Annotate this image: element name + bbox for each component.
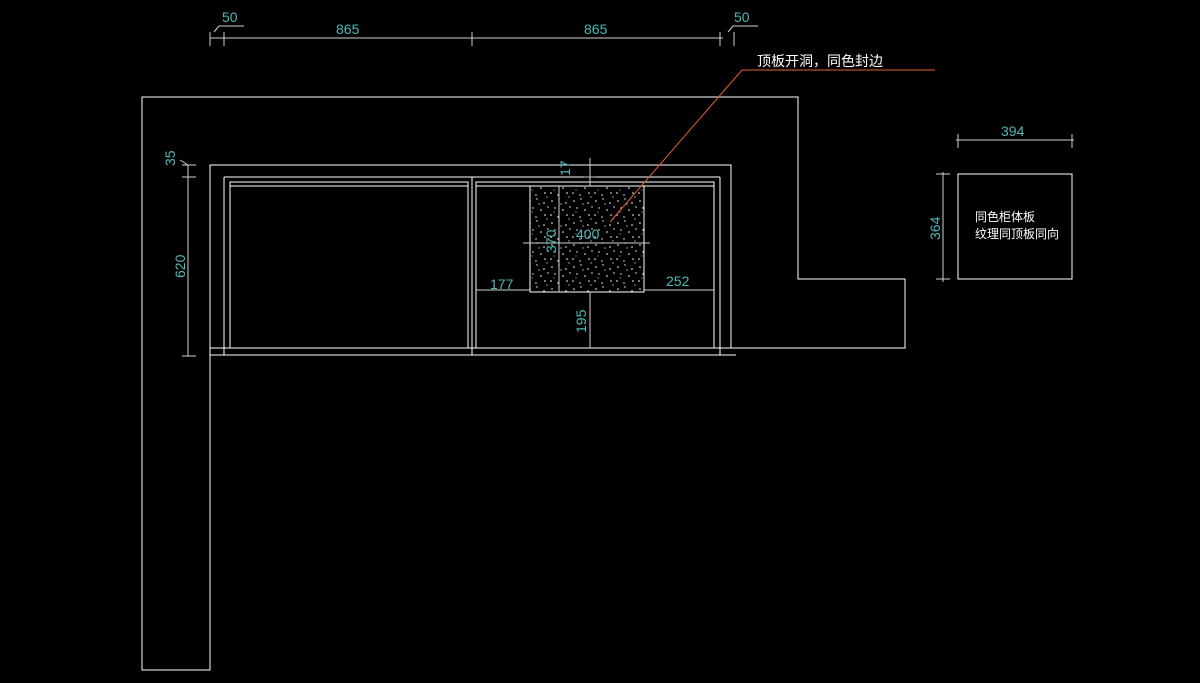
hole-annotation-text: 顶板开洞，同色封边: [757, 53, 883, 70]
top-dim-right-edge: 50: [734, 9, 750, 25]
hole-dim-right-offset: 252: [666, 273, 690, 289]
cabinet-frame: [209, 164, 736, 356]
top-dim-left-span: 865: [336, 21, 360, 37]
hole-annotation: 顶板开洞，同色封边: [609, 53, 935, 223]
side-panel-detail: 394 364 同色柜体板 纹理同顶板同向: [927, 123, 1074, 282]
side-panel-note-line1: 同色柜体板: [975, 210, 1035, 224]
top-board-hole: [529, 185, 645, 293]
hole-dim-height: 370: [543, 229, 559, 253]
top-dimension-chain: 50 865 865 50: [209, 9, 758, 46]
hole-dim-width: 400: [576, 226, 600, 242]
hole-dim-left-offset: 177: [490, 276, 514, 292]
side-panel-height: 364: [927, 216, 943, 240]
side-panel-width: 394: [1001, 123, 1025, 139]
top-dim-left-edge: 50: [222, 9, 238, 25]
hole-dim-bottom-offset: 195: [573, 309, 589, 333]
hole-dim-top-offset: 17: [557, 160, 573, 176]
left-dim-depth: 620: [172, 254, 188, 278]
cabinet-left-bay: [229, 181, 469, 349]
top-dim-right-span: 865: [584, 21, 608, 37]
left-dim-offset: 35: [162, 150, 178, 166]
cabinet-right-bay: [475, 181, 715, 349]
side-panel-note-line2: 纹理同顶板同向: [975, 226, 1059, 241]
hole-dimensions: 400 370 17 177 252 195: [476, 158, 714, 348]
left-dimensions: 35 620: [162, 150, 196, 357]
side-panel-rect: [957, 173, 1073, 280]
top-board-outline: [141, 96, 906, 671]
